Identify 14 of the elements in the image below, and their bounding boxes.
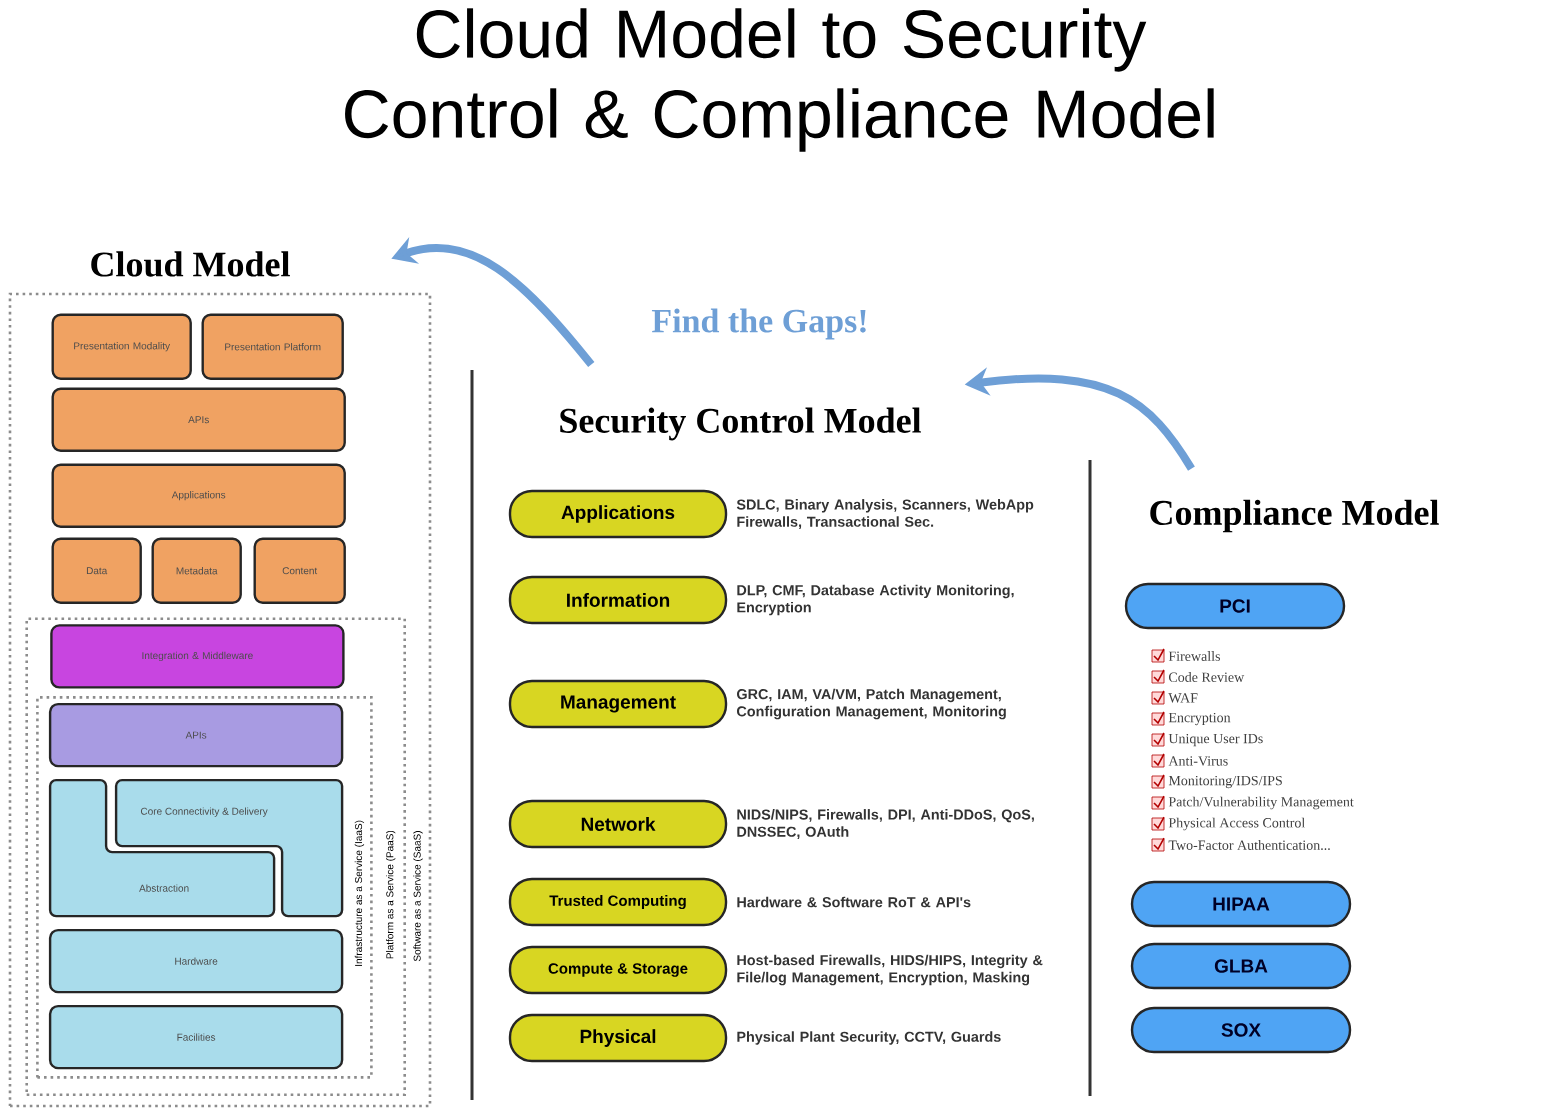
standard-pill: GLBA xyxy=(1130,942,1352,990)
category-pill: Management xyxy=(508,679,728,729)
category-pill: Physical xyxy=(508,1013,728,1063)
heading: Cloud Model xyxy=(91,251,290,277)
subtitle: Find the Gaps! xyxy=(651,308,866,340)
heading: Compliance Model xyxy=(1150,499,1439,533)
standard-pill: HIPAA xyxy=(1130,880,1352,928)
category-pill: Network xyxy=(508,799,728,849)
category-pill: Applications xyxy=(508,489,728,539)
standard-pill: PCI xyxy=(1124,582,1346,630)
title: Cloud Model to Security Control & Compliance Model xyxy=(345,8,1214,152)
heading: Security Control Model xyxy=(560,407,921,441)
category-pill: Information xyxy=(508,575,728,625)
standard-pill: SOX xyxy=(1130,1006,1352,1054)
